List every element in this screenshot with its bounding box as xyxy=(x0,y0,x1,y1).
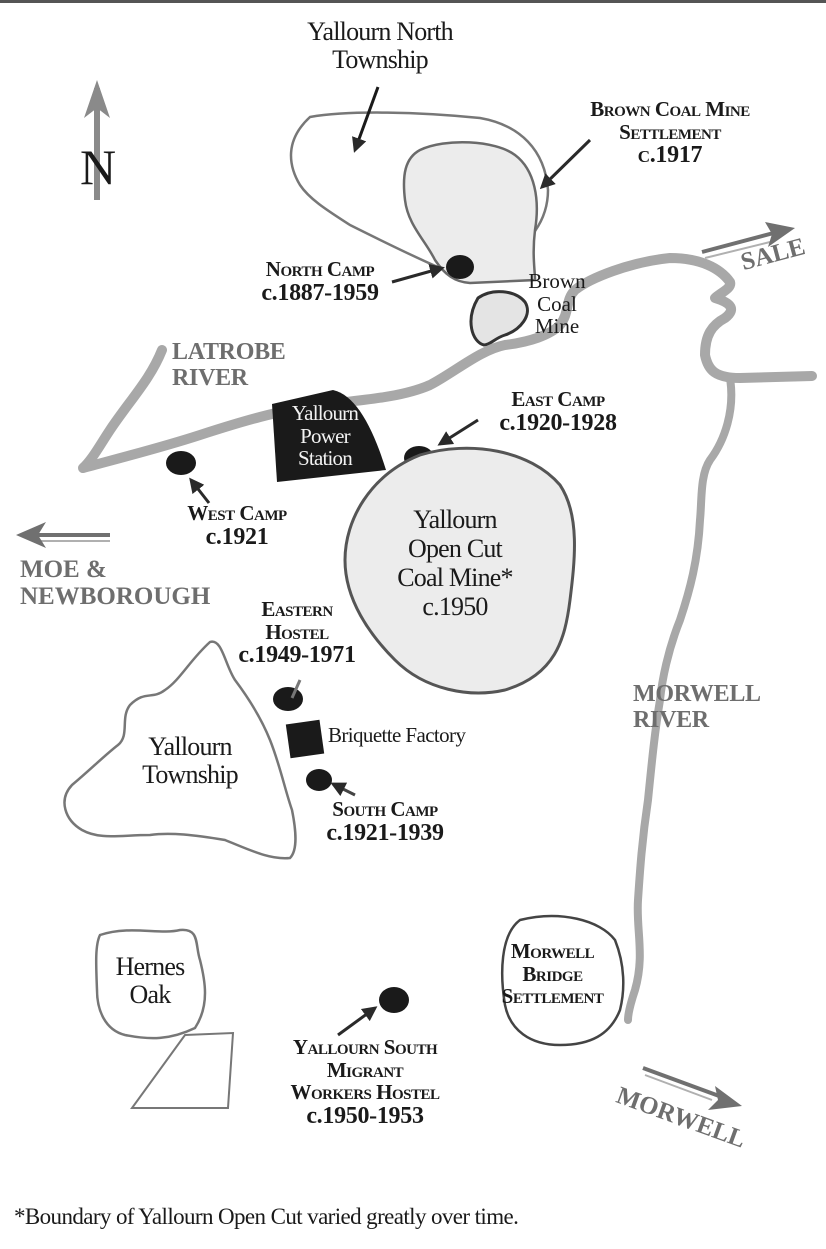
power-station-line2: Power xyxy=(300,423,350,448)
brown-coal-mine-line2: Coal xyxy=(537,291,577,316)
footnote: *Boundary of Yallourn Open Cut varied gr… xyxy=(14,1204,519,1229)
power-station-building xyxy=(272,390,386,482)
brown-coal-mine-label: Brown Coal Mine xyxy=(522,270,592,338)
migrant-hostel-date: c.1950-1953 xyxy=(306,1103,424,1130)
brown-coal-mine-line1: Brown xyxy=(528,269,586,293)
yallourn-north-label: Yallourn North Township xyxy=(280,17,480,75)
east-camp-date: c.1920-1928 xyxy=(499,409,617,436)
morwell-bridge-line2: Bridge xyxy=(522,961,583,986)
morwell-river-line2: RIVER xyxy=(633,706,709,733)
west-camp-marker xyxy=(166,451,196,475)
migrant-hostel-line3: Workers Hostel xyxy=(290,1080,440,1105)
morwell-bridge-boundary xyxy=(501,914,625,1047)
brown-coal-mine-line3: Mine xyxy=(534,314,580,339)
south-camp-name: South Camp xyxy=(332,797,438,821)
latrobe-river xyxy=(78,253,817,473)
eastern-hostel-line1: Eastern xyxy=(261,597,333,621)
brown-coal-mine-pit xyxy=(469,290,529,347)
south-camp-date: c.1921-1939 xyxy=(326,819,444,846)
yallourn-township-label: Yallourn Township xyxy=(120,732,260,790)
open-cut-label: Yallourn Open Cut Coal Mine* c.1950 xyxy=(370,505,540,621)
brown-coal-settlement-line1: Brown Coal Mine xyxy=(590,97,750,121)
yallourn-township-line1: Yallourn xyxy=(148,732,232,761)
south-camp-label: South Camp c.1921-1939 xyxy=(305,798,465,847)
open-cut-boundary xyxy=(343,446,576,695)
open-cut-line3: Coal Mine* xyxy=(397,563,513,593)
latrobe-river-line1: LATROBE xyxy=(172,339,286,365)
morwell-river-line1: MORWELL xyxy=(633,681,761,707)
west-camp-label: West Camp c.1921 xyxy=(162,502,312,551)
yallourn-township-boundary xyxy=(63,640,297,860)
hernes-oak-boundary xyxy=(94,928,207,1040)
top-border xyxy=(0,0,826,3)
triangle-parcel xyxy=(130,1031,235,1109)
migrant-hostel-line1: Yallourn South xyxy=(292,1035,438,1059)
latrobe-river-label: LATROBE RIVER xyxy=(172,339,286,392)
north-camp-marker xyxy=(446,255,474,279)
hernes-oak-line2: Oak xyxy=(129,980,172,1010)
migrant-hostel-line2: Migrant xyxy=(326,1057,404,1082)
open-cut-date: c.1950 xyxy=(422,592,488,622)
open-cut-line2: Open Cut xyxy=(408,534,503,564)
power-station-line3: Station xyxy=(298,446,353,471)
eastern-hostel-label: Eastern Hostel c.1949-1971 xyxy=(222,598,372,669)
morwell-river-label: MORWELL RIVER xyxy=(633,681,761,734)
power-station-label: Yallourn Power Station xyxy=(270,402,380,470)
yallourn-north-line1: Yallourn North xyxy=(307,17,454,46)
latrobe-river-line2: RIVER xyxy=(172,364,248,391)
north-camp-name: North Camp xyxy=(265,257,375,281)
moe-arrow-icon xyxy=(16,522,110,548)
hernes-oak-line1: Hernes xyxy=(115,952,186,981)
migrant-hostel-marker xyxy=(379,987,409,1013)
open-cut-line1: Yallourn xyxy=(413,505,497,534)
eastern-hostel-date: c.1949-1971 xyxy=(238,642,356,669)
morwell-bridge-line1: Morwell xyxy=(510,939,595,963)
north-arrow-icon xyxy=(84,80,110,200)
moe-line2: NEWBOROUGH xyxy=(20,583,211,610)
migrant-hostel-label: Yallourn South Migrant Workers Hostel c.… xyxy=(255,1036,475,1130)
brown-coal-settlement-label: Brown Coal Mine Settlement c.1917 xyxy=(560,98,780,169)
morwell-bridge-line3: Settlement xyxy=(501,984,604,1009)
yallourn-north-line2: Township xyxy=(332,45,429,75)
briquette-factory-label: Briquette Factory xyxy=(328,723,466,747)
briquette-factory-marker xyxy=(285,719,325,759)
hernes-oak-label: Hernes Oak xyxy=(100,952,200,1010)
sale-arrow-icon xyxy=(701,222,795,259)
north-letter: N xyxy=(80,139,117,195)
eastern-hostel-marker xyxy=(273,687,303,711)
south-camp-marker xyxy=(306,769,332,791)
north-camp-date: c.1887-1959 xyxy=(261,279,379,306)
brown-coal-settlement-line2: Settlement xyxy=(619,119,721,144)
east-camp-name: East Camp xyxy=(511,387,605,411)
moe-destination-label: MOE & NEWBOROUGH xyxy=(20,556,210,610)
east-camp-label: East Camp c.1920-1928 xyxy=(478,388,638,437)
morwell-river xyxy=(624,374,736,1024)
brown-coal-settlement-date: c.1917 xyxy=(637,142,703,169)
moe-line1: MOE & xyxy=(20,556,107,583)
west-camp-date: c.1921 xyxy=(205,523,269,550)
yallourn-township-line2: Township xyxy=(142,760,239,790)
brown-coal-settlement-boundary xyxy=(402,140,539,285)
west-camp-name: West Camp xyxy=(187,501,287,525)
morwell-arrow-icon xyxy=(642,1066,742,1110)
power-station-line1: Yallourn xyxy=(291,401,359,425)
eastern-hostel-line2: Hostel xyxy=(265,619,329,644)
morwell-bridge-label: Morwell Bridge Settlement xyxy=(480,940,625,1008)
north-camp-label: North Camp c.1887-1959 xyxy=(240,258,400,307)
